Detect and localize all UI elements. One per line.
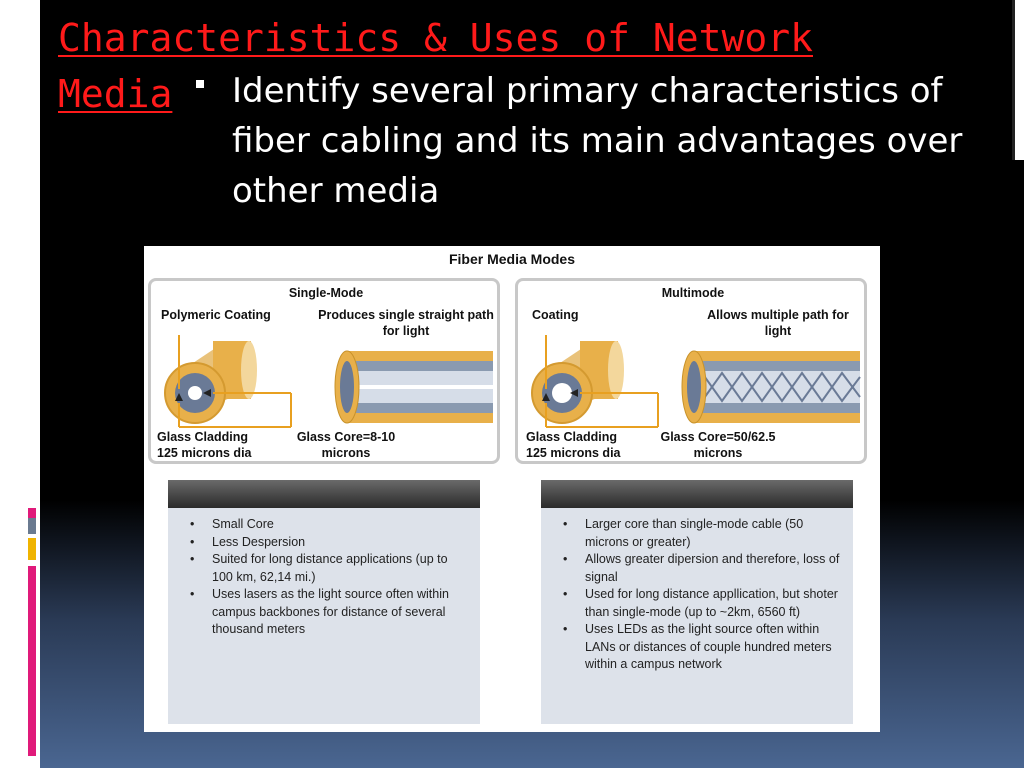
multimode-heading: Multimode — [661, 286, 725, 300]
single-mode-core-label: Glass Core=8-10 microns — [281, 429, 411, 461]
list-item: Uses LEDs as the light source often with… — [563, 621, 841, 674]
single-mode-path-label: Produces single straight path for light — [318, 308, 494, 338]
single-mode-cladding-line-2: 125 microns dia — [157, 446, 252, 460]
multimode-panel: Multimode Coating Allows multiple path f… — [515, 278, 867, 464]
slide-title: Characteristics & Uses of Network Media — [58, 10, 858, 122]
info-box-header — [168, 480, 480, 508]
fiber-modes-figure: Fiber Media Modes Single- — [144, 246, 880, 732]
list-item: Used for long distance appllication, but… — [563, 586, 841, 621]
single-mode-coating-label: Polymeric Coating — [161, 308, 271, 322]
list-item: Small Core — [190, 516, 468, 534]
single-mode-cable-illustration — [164, 335, 493, 428]
info-box-header — [541, 480, 853, 508]
multimode-points-list: Larger core than single-mode cable (50 m… — [541, 516, 841, 674]
multimode-coating-label: Coating — [532, 308, 579, 322]
multimode-core-label: Glass Core=50/62.5 microns — [648, 429, 788, 461]
multimode-cladding-line-1: Glass Cladding — [526, 430, 617, 444]
slide-title-line-1: Characteristics & Uses of Network — [58, 16, 813, 60]
accent-bar-magenta-top — [28, 508, 36, 518]
single-mode-info-box: Small Core Less Despersion Suited for lo… — [168, 480, 480, 724]
right-bar-2 — [1012, 0, 1015, 160]
accent-bar-slate — [28, 518, 36, 534]
accent-bar-magenta — [28, 566, 36, 756]
single-mode-panel: Single-Mode Polymeric Coating Produces s… — [148, 278, 500, 464]
single-mode-core-line-1: Glass Core=8-10 — [296, 430, 396, 444]
single-mode-core-line-2: microns — [321, 446, 371, 460]
accent-bar-yellow — [28, 538, 36, 560]
list-item: Less Despersion — [190, 534, 468, 552]
multimode-cable-illustration — [531, 335, 861, 428]
figure-title: Fiber Media Modes — [448, 251, 576, 267]
single-mode-cladding-line-1: Glass Cladding — [157, 430, 248, 444]
slide-title-line-2: Media — [58, 72, 173, 116]
bullet-text: Identify several primary characteristics… — [232, 71, 963, 211]
list-item: Allows greater dipersion and therefore, … — [563, 551, 841, 586]
multimode-core-line-2: microns — [693, 446, 743, 460]
multimode-cladding-label: Glass Cladding 125 microns dia — [526, 429, 646, 461]
multimode-cladding-line-2: 125 microns dia — [526, 446, 621, 460]
list-item: Larger core than single-mode cable (50 m… — [563, 516, 841, 551]
list-item: Uses lasers as the light source often wi… — [190, 586, 468, 639]
multimode-path-label: Allows multiple path for light — [707, 308, 849, 338]
single-mode-points-list: Small Core Less Despersion Suited for lo… — [168, 516, 468, 639]
right-bar-1 — [1012, 0, 1024, 160]
single-mode-cladding-label: Glass Cladding 125 microns dia — [157, 429, 277, 461]
single-mode-heading: Single-Mode — [288, 286, 364, 300]
square-bullet-icon — [196, 80, 204, 88]
multimode-info-box: Larger core than single-mode cable (50 m… — [541, 480, 853, 724]
multimode-core-line-1: Glass Core=50/62.5 — [660, 430, 776, 444]
list-item: Suited for long distance applications (u… — [190, 551, 468, 586]
